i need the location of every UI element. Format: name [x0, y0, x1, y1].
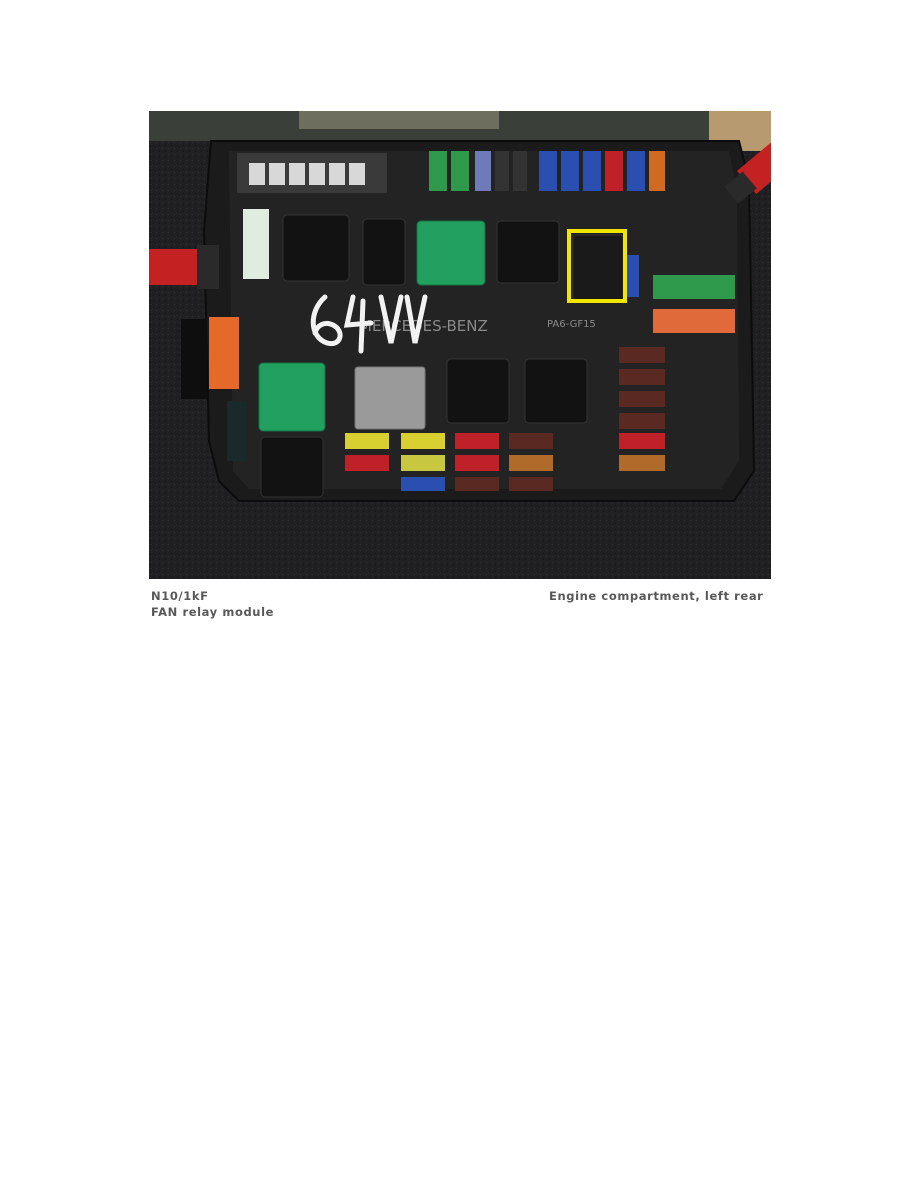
- relay-c-grey: [354, 366, 426, 430]
- fuse-orange-vertical: [209, 317, 239, 389]
- brand-text: MERCEDES-BENZ: [359, 317, 488, 335]
- relay-highlighted: [572, 234, 624, 302]
- red-connector-right: [724, 126, 771, 204]
- right-fuse-stack: [619, 347, 665, 471]
- fuse-box-illustration: MERCEDES-BENZ PA6-GF15: [149, 111, 771, 579]
- red-connector-left: [149, 249, 197, 285]
- relay-e: [524, 358, 588, 424]
- part-mark: PA6-GF15: [547, 319, 596, 330]
- fuse-vertical-blue: [627, 255, 639, 297]
- caption-location: Engine compartment, left rear: [549, 589, 764, 603]
- handwriting-mark: [310, 294, 428, 354]
- fuse-vertical-teal: [227, 401, 247, 461]
- bottom-fuse-grid: [345, 433, 553, 491]
- top-fuse-strip: [237, 151, 665, 193]
- fuse-box-photo: MERCEDES-BENZ PA6-GF15: [149, 111, 771, 579]
- relay-j: [362, 218, 406, 286]
- fuse-vertical-green: [243, 209, 269, 279]
- relay-k: [282, 214, 350, 282]
- relay-g: [496, 220, 560, 284]
- caption-description: FAN relay module: [151, 605, 275, 619]
- caption-code: N10/1kF: [151, 589, 209, 603]
- relay-h-green: [416, 220, 486, 286]
- fuse-side-orange: [653, 309, 735, 333]
- fuse-side-green: [653, 275, 735, 299]
- relay-a: [260, 436, 324, 498]
- highlight-box: [567, 229, 627, 303]
- relay-d: [446, 358, 510, 424]
- relay-b-green: [258, 362, 326, 432]
